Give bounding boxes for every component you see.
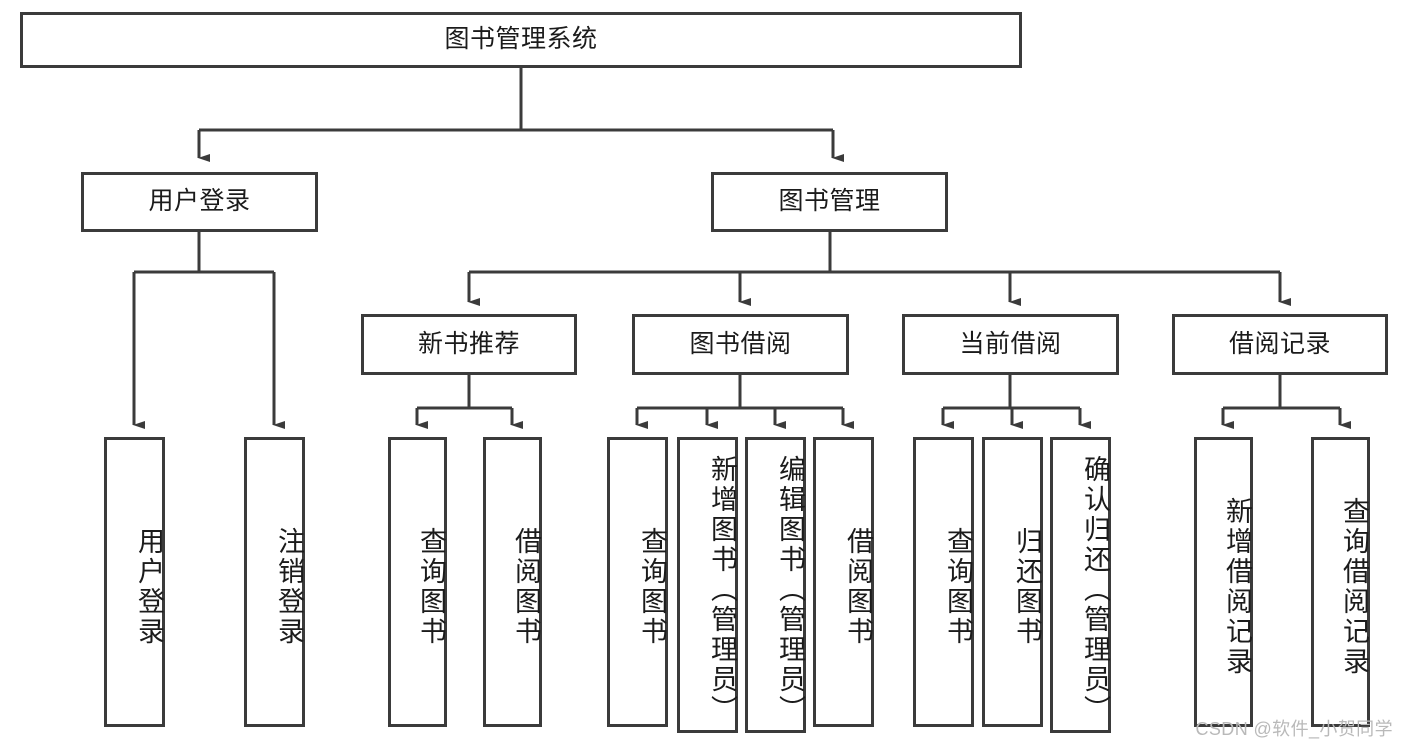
- node-current-borrow[interactable]: 当前借阅: [902, 314, 1119, 375]
- node-label: 用户登录: [148, 187, 251, 216]
- node-book-borrow[interactable]: 图书借阅: [632, 314, 849, 375]
- node-label: 新书推荐: [417, 329, 520, 358]
- node-label: 查询图书: [637, 527, 667, 647]
- leaf-new-book-query-book[interactable]: 查询图书: [388, 437, 447, 727]
- node-label: 图书管理: [778, 187, 881, 216]
- leaf-current-borrow-return-book[interactable]: 归还图书: [982, 437, 1043, 727]
- node-label: 归还图书: [1012, 527, 1042, 647]
- leaf-book-borrow-borrow-book[interactable]: 借阅图书: [813, 437, 874, 727]
- node-label: 借阅图书: [843, 527, 873, 647]
- leaf-borrow-record-query-record[interactable]: 查询借阅记录: [1311, 437, 1370, 727]
- node-label: 查询图书: [943, 527, 973, 647]
- node-user-login[interactable]: 用户登录: [81, 172, 318, 232]
- csdn-watermark: CSDN @软件_小贺同学: [1195, 719, 1393, 739]
- node-label: 查询图书: [416, 527, 446, 647]
- node-label: 编辑图书（管理员）: [775, 455, 805, 725]
- node-label: 借阅记录: [1228, 329, 1331, 358]
- node-label: 当前借阅: [959, 329, 1062, 358]
- leaf-user-login-sign-out[interactable]: 注销登录: [244, 437, 305, 727]
- leaf-book-borrow-query-book[interactable]: 查询图书: [607, 437, 668, 727]
- leaf-book-borrow-edit-book-admin[interactable]: 编辑图书（管理员）: [745, 437, 806, 733]
- node-label: 确认归还（管理员）: [1080, 455, 1110, 725]
- leaf-book-borrow-add-book-admin[interactable]: 新增图书（管理员）: [677, 437, 738, 733]
- node-label: 注销登录: [274, 527, 304, 647]
- node-label: 图书借阅: [689, 329, 792, 358]
- node-book-management[interactable]: 图书管理: [711, 172, 948, 232]
- node-label: 图书管理系统: [444, 25, 598, 54]
- node-new-book-recommend[interactable]: 新书推荐: [361, 314, 577, 375]
- leaf-new-book-borrow-book[interactable]: 借阅图书: [483, 437, 542, 727]
- node-root-library-management-system[interactable]: 图书管理系统: [20, 12, 1022, 68]
- leaf-current-borrow-query-book[interactable]: 查询图书: [913, 437, 974, 727]
- leaf-current-borrow-confirm-return-admin[interactable]: 确认归还（管理员）: [1050, 437, 1111, 733]
- node-label: 查询借阅记录: [1339, 497, 1369, 677]
- node-borrow-record[interactable]: 借阅记录: [1172, 314, 1388, 375]
- leaf-user-login-sign-in[interactable]: 用户登录: [104, 437, 165, 727]
- node-label: 新增借阅记录: [1222, 497, 1252, 677]
- leaf-borrow-record-add-record[interactable]: 新增借阅记录: [1194, 437, 1253, 727]
- node-label: 借阅图书: [511, 527, 541, 647]
- node-label: 用户登录: [134, 527, 164, 647]
- node-label: 新增图书（管理员）: [707, 455, 737, 725]
